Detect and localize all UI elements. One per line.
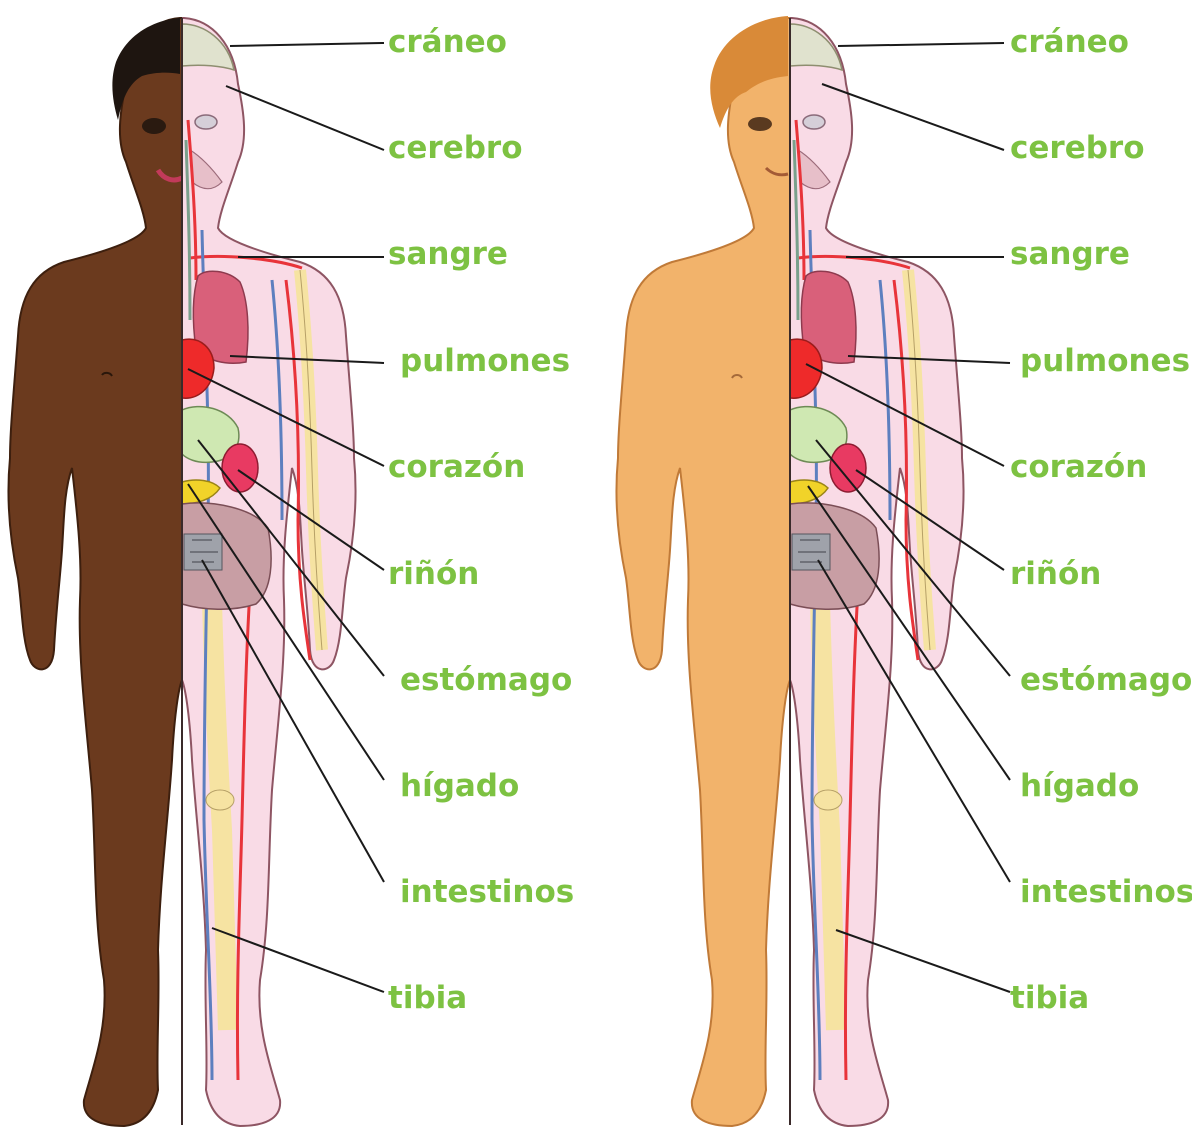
label-right-higado: hígado	[1020, 768, 1139, 804]
label-left-sangre: sangre	[388, 236, 508, 272]
eye-left	[142, 118, 166, 134]
label-left-craneo: cráneo	[388, 24, 507, 60]
label-left-rinon: riñón	[388, 556, 479, 592]
label-right-craneo: cráneo	[1010, 24, 1129, 60]
label-right-rinon: riñón	[1010, 556, 1101, 592]
label-left-pulmones: pulmones	[400, 343, 570, 379]
label-left-tibia: tibia	[388, 980, 467, 1016]
label-left-cerebro: cerebro	[388, 130, 523, 166]
label-left-intestinos: intestinos	[400, 874, 574, 910]
label-left-corazon: corazón	[388, 449, 525, 485]
label-right-tibia: tibia	[1010, 980, 1089, 1016]
label-right-sangre: sangre	[1010, 236, 1130, 272]
label-left-estomago: estómago	[400, 662, 572, 698]
figure-right	[616, 16, 963, 1126]
label-right-intestinos: intestinos	[1020, 874, 1192, 910]
eye-right	[748, 117, 772, 131]
label-right-estomago: estómago	[1020, 662, 1192, 698]
figure-left	[8, 18, 355, 1126]
label-right-pulmones: pulmones	[1020, 343, 1190, 379]
label-right-corazon: corazón	[1010, 449, 1147, 485]
label-right-cerebro: cerebro	[1010, 130, 1145, 166]
label-left-higado: hígado	[400, 768, 519, 804]
